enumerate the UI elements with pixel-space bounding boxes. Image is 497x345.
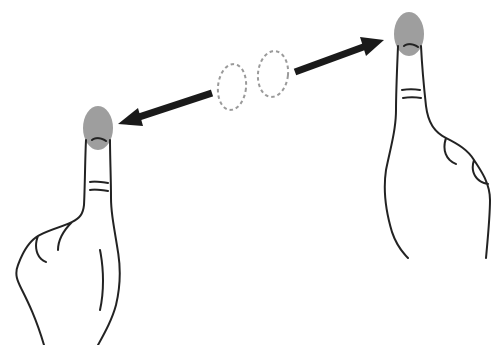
left-touch-point: [83, 106, 113, 150]
start-touch-points: [216, 50, 291, 112]
start-touch-point-left: [216, 63, 249, 112]
left-hand-outline: [16, 138, 119, 345]
start-touch-point-right: [256, 50, 291, 99]
arrow-left-icon: [118, 93, 212, 126]
arrow-right-icon: [295, 37, 384, 72]
right-hand-outline: [385, 44, 490, 258]
left-hand-icon: [16, 106, 119, 345]
right-hand-icon: [385, 12, 490, 258]
